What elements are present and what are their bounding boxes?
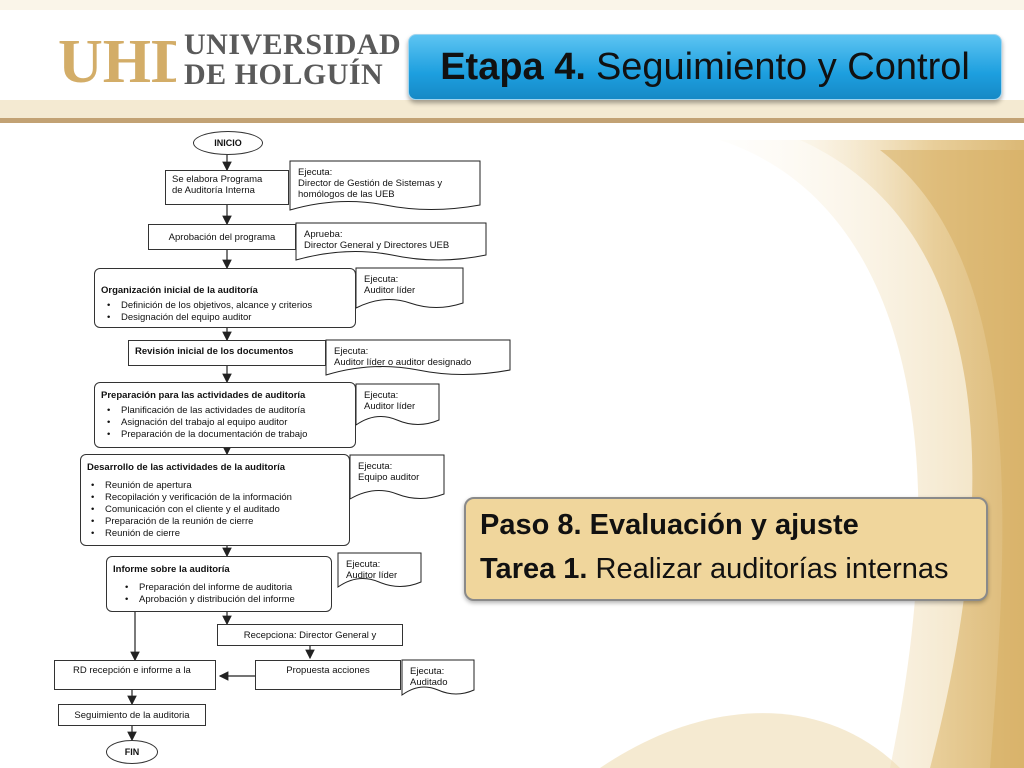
paso-heading: Paso 8. Evaluación y ajuste — [480, 509, 859, 541]
doc-ejecuta-4: Ejecuta: Auditor líder o auditor designa… — [328, 343, 477, 371]
end-label: FIN — [124, 746, 140, 757]
doc6-line1: Ejecuta: — [358, 461, 393, 472]
doc1-line2: Director de Gestión de Sistemas y — [298, 178, 443, 189]
list-item: Reunión de cierre — [91, 528, 343, 540]
doc5-line2: Auditor líder — [364, 401, 416, 412]
university-logo: UHD UNIVERSIDAD DE HOLGUÍN — [58, 28, 401, 92]
logo-line1: UNIVERSIDAD — [184, 28, 402, 61]
doc3-line1: Ejecuta: — [364, 274, 399, 285]
step-info-box: Paso 8. Evaluación y ajuste Tarea 1. Rea… — [464, 497, 988, 601]
list-item: Reunión de apertura — [91, 480, 343, 492]
step-recepciona: Recepciona: Director General y — [217, 624, 403, 646]
step-desarrollo-list: Reunión de apertura Recopilación y verif… — [87, 480, 343, 540]
doc5-line1: Ejecuta: — [364, 390, 399, 401]
step-organizacion-list: Definición de los objetivos, alcance y c… — [101, 300, 349, 324]
step-revision: Revisión inicial de los documentos — [128, 340, 326, 366]
step-organizacion-title: Organización inicial de la auditoría — [101, 285, 258, 296]
step-propuesta-label: Propuesta acciones — [286, 665, 370, 676]
doc2-line2: Director General y Directores UEB — [304, 240, 450, 251]
doc1-line3: homólogos de las UEB — [298, 189, 395, 200]
doc-ejecuta-6: Ejecuta: Equipo auditor — [352, 458, 425, 486]
step-elaborar-programa: Se elabora Programa de Auditoría Interna — [165, 170, 289, 205]
doc2-line1: Aprueba: — [304, 229, 343, 240]
doc10-line1: Ejecuta: — [410, 666, 445, 677]
step-preparacion: Preparación para las actividades de audi… — [94, 382, 356, 448]
list-item: Definición de los objetivos, alcance y c… — [107, 300, 349, 312]
step-rd-label: RD recepción e informe a la — [73, 665, 191, 676]
list-item: Recopilación y verificación de la inform… — [91, 492, 343, 504]
step-preparacion-title: Preparación para las actividades de audi… — [101, 390, 306, 401]
header-divider — [0, 118, 1024, 123]
doc-ejecuta-3: Ejecuta: Auditor líder — [358, 271, 421, 299]
list-item: Aprobación y distribución del informe — [125, 594, 325, 606]
start-label: INICIO — [214, 137, 242, 148]
logo-line2: DE HOLGUÍN — [184, 58, 384, 91]
tarea-label: Tarea 1. — [480, 553, 588, 585]
doc-aprueba-2: Aprueba: Director General y Directores U… — [298, 226, 455, 254]
stage-title-bold: Etapa 4. — [440, 45, 586, 88]
list-item: Preparación de la reunión de cierre — [91, 516, 343, 528]
step-informe-title: Informe sobre la auditoría — [113, 564, 230, 575]
doc7-line1: Ejecuta: — [346, 559, 381, 570]
stage-title-rest: Seguimiento y Control — [595, 45, 970, 88]
doc10-line2: Auditado — [410, 677, 448, 688]
step-seguimiento-label: Seguimiento de la auditoria — [74, 709, 190, 721]
tarea-text: Realizar auditorías internas — [595, 553, 949, 585]
list-item: Asignación del trabajo al equipo auditor — [107, 417, 349, 429]
uhd-logo-icon: UHD — [58, 28, 176, 90]
doc6-line2: Equipo auditor — [358, 472, 420, 483]
step-elaborar-line2: de Auditoría Interna — [172, 185, 255, 196]
step-organizacion: Organización inicial de la auditoría Def… — [94, 268, 356, 328]
step-informe: Informe sobre la auditoría Preparación d… — [106, 556, 332, 612]
step-seguimiento: Seguimiento de la auditoria — [58, 704, 206, 726]
step-preparacion-list: Planificación de las actividades de audi… — [101, 405, 349, 441]
step-aprobacion: Aprobación del programa — [148, 224, 296, 250]
step-aprobacion-label: Aprobación del programa — [168, 231, 276, 243]
step-desarrollo: Desarrollo de las actividades de la audi… — [80, 454, 350, 546]
list-item: Preparación de la documentación de traba… — [107, 429, 349, 441]
start-node: INICIO — [193, 131, 263, 155]
doc1-line1: Ejecuta: — [298, 167, 333, 178]
list-item: Comunicación con el cliente y el auditad… — [91, 504, 343, 516]
step-recepciona-label: Recepciona: Director General y — [243, 629, 377, 641]
paso-line-1: Paso 8. Evaluación y ajuste — [480, 503, 972, 547]
doc-ejecuta-7: Ejecuta: Auditor líder — [340, 556, 403, 584]
stage-title-box: Etapa 4. Seguimiento y Control — [408, 34, 1002, 100]
step-revision-label: Revisión inicial de los documentos — [135, 346, 294, 357]
doc-ejecuta-10: Ejecuta: Auditado — [404, 663, 454, 691]
doc3-line2: Auditor líder — [364, 285, 416, 296]
step-desarrollo-title: Desarrollo de las actividades de la audi… — [87, 462, 285, 473]
step-elaborar-line1: Se elabora Programa — [172, 174, 263, 185]
doc7-line2: Auditor líder — [346, 570, 398, 581]
logo-mark-text: UHD — [58, 28, 176, 90]
doc-ejecuta-1: Ejecuta: Director de Gestión de Sistemas… — [292, 164, 448, 203]
list-item: Preparación del informe de auditoria — [125, 582, 325, 594]
doc-ejecuta-5: Ejecuta: Auditor líder — [358, 387, 421, 415]
step-rd-recepcion: RD recepción e informe a la — [54, 660, 216, 690]
doc4-line2: Auditor líder o auditor designado — [334, 357, 472, 368]
list-item: Planificación de las actividades de audi… — [107, 405, 349, 417]
step-propuesta: Propuesta acciones — [255, 660, 401, 690]
paso-line-2: Tarea 1. Realizar auditorías internas — [480, 547, 972, 591]
list-item: Designación del equipo auditor — [107, 312, 349, 324]
doc4-line1: Ejecuta: — [334, 346, 369, 357]
step-informe-list: Preparación del informe de auditoria Apr… — [113, 582, 325, 606]
end-node: FIN — [106, 740, 158, 764]
